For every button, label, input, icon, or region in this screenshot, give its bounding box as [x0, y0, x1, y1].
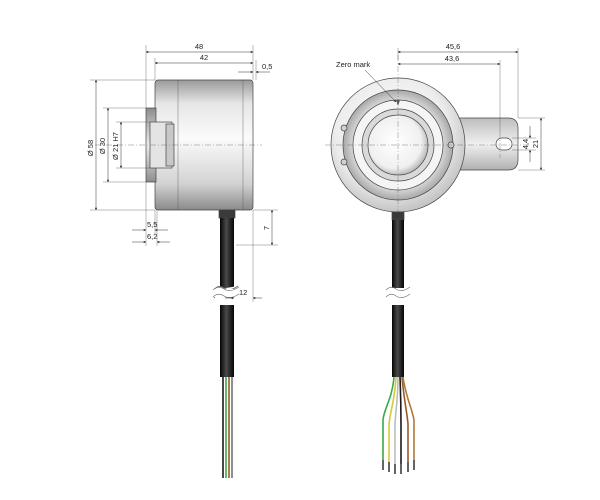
front-cable-upper: [392, 220, 404, 288]
dim-dia-21: Ø 21 H7: [111, 132, 120, 160]
front-cable-gland: [391, 211, 405, 221]
dim-45-6: 45,6: [446, 42, 461, 51]
side-cable-gland: [218, 209, 236, 219]
dim-0-5: 0,5: [262, 62, 272, 71]
dim-42: 42: [200, 53, 208, 62]
front-wires: [382, 376, 415, 464]
zero-mark-label: Zero mark: [336, 60, 370, 69]
side-wires: [222, 377, 233, 478]
front-view: Zero mark 45,6 43,6 4,4 21: [325, 42, 545, 474]
dim-dia-58: Ø 58: [86, 140, 95, 156]
front-mount-hole-left: [340, 124, 348, 132]
dim-12: 12: [239, 288, 247, 297]
side-cable-lower: [220, 305, 234, 377]
dim-48: 48: [195, 42, 203, 51]
dim-dia-30: Ø 30: [98, 138, 107, 154]
dim-6-2: 6,2: [147, 232, 157, 241]
front-wire-ends: [382, 460, 415, 474]
front-cable-lower: [392, 305, 404, 377]
dim-21: 21: [531, 140, 540, 148]
side-cable-upper: [220, 218, 234, 288]
dim-7: 7: [262, 226, 271, 230]
dim-4-4: 4,4: [521, 139, 530, 149]
dim-43-6: 43,6: [445, 54, 460, 63]
front-cable-break: [385, 286, 411, 291]
side-view: 48 42 0,5 Ø 58 Ø 30 Ø 21 H7 5,5 6,2: [86, 42, 278, 478]
dim-5-5: 5,5: [147, 220, 157, 229]
